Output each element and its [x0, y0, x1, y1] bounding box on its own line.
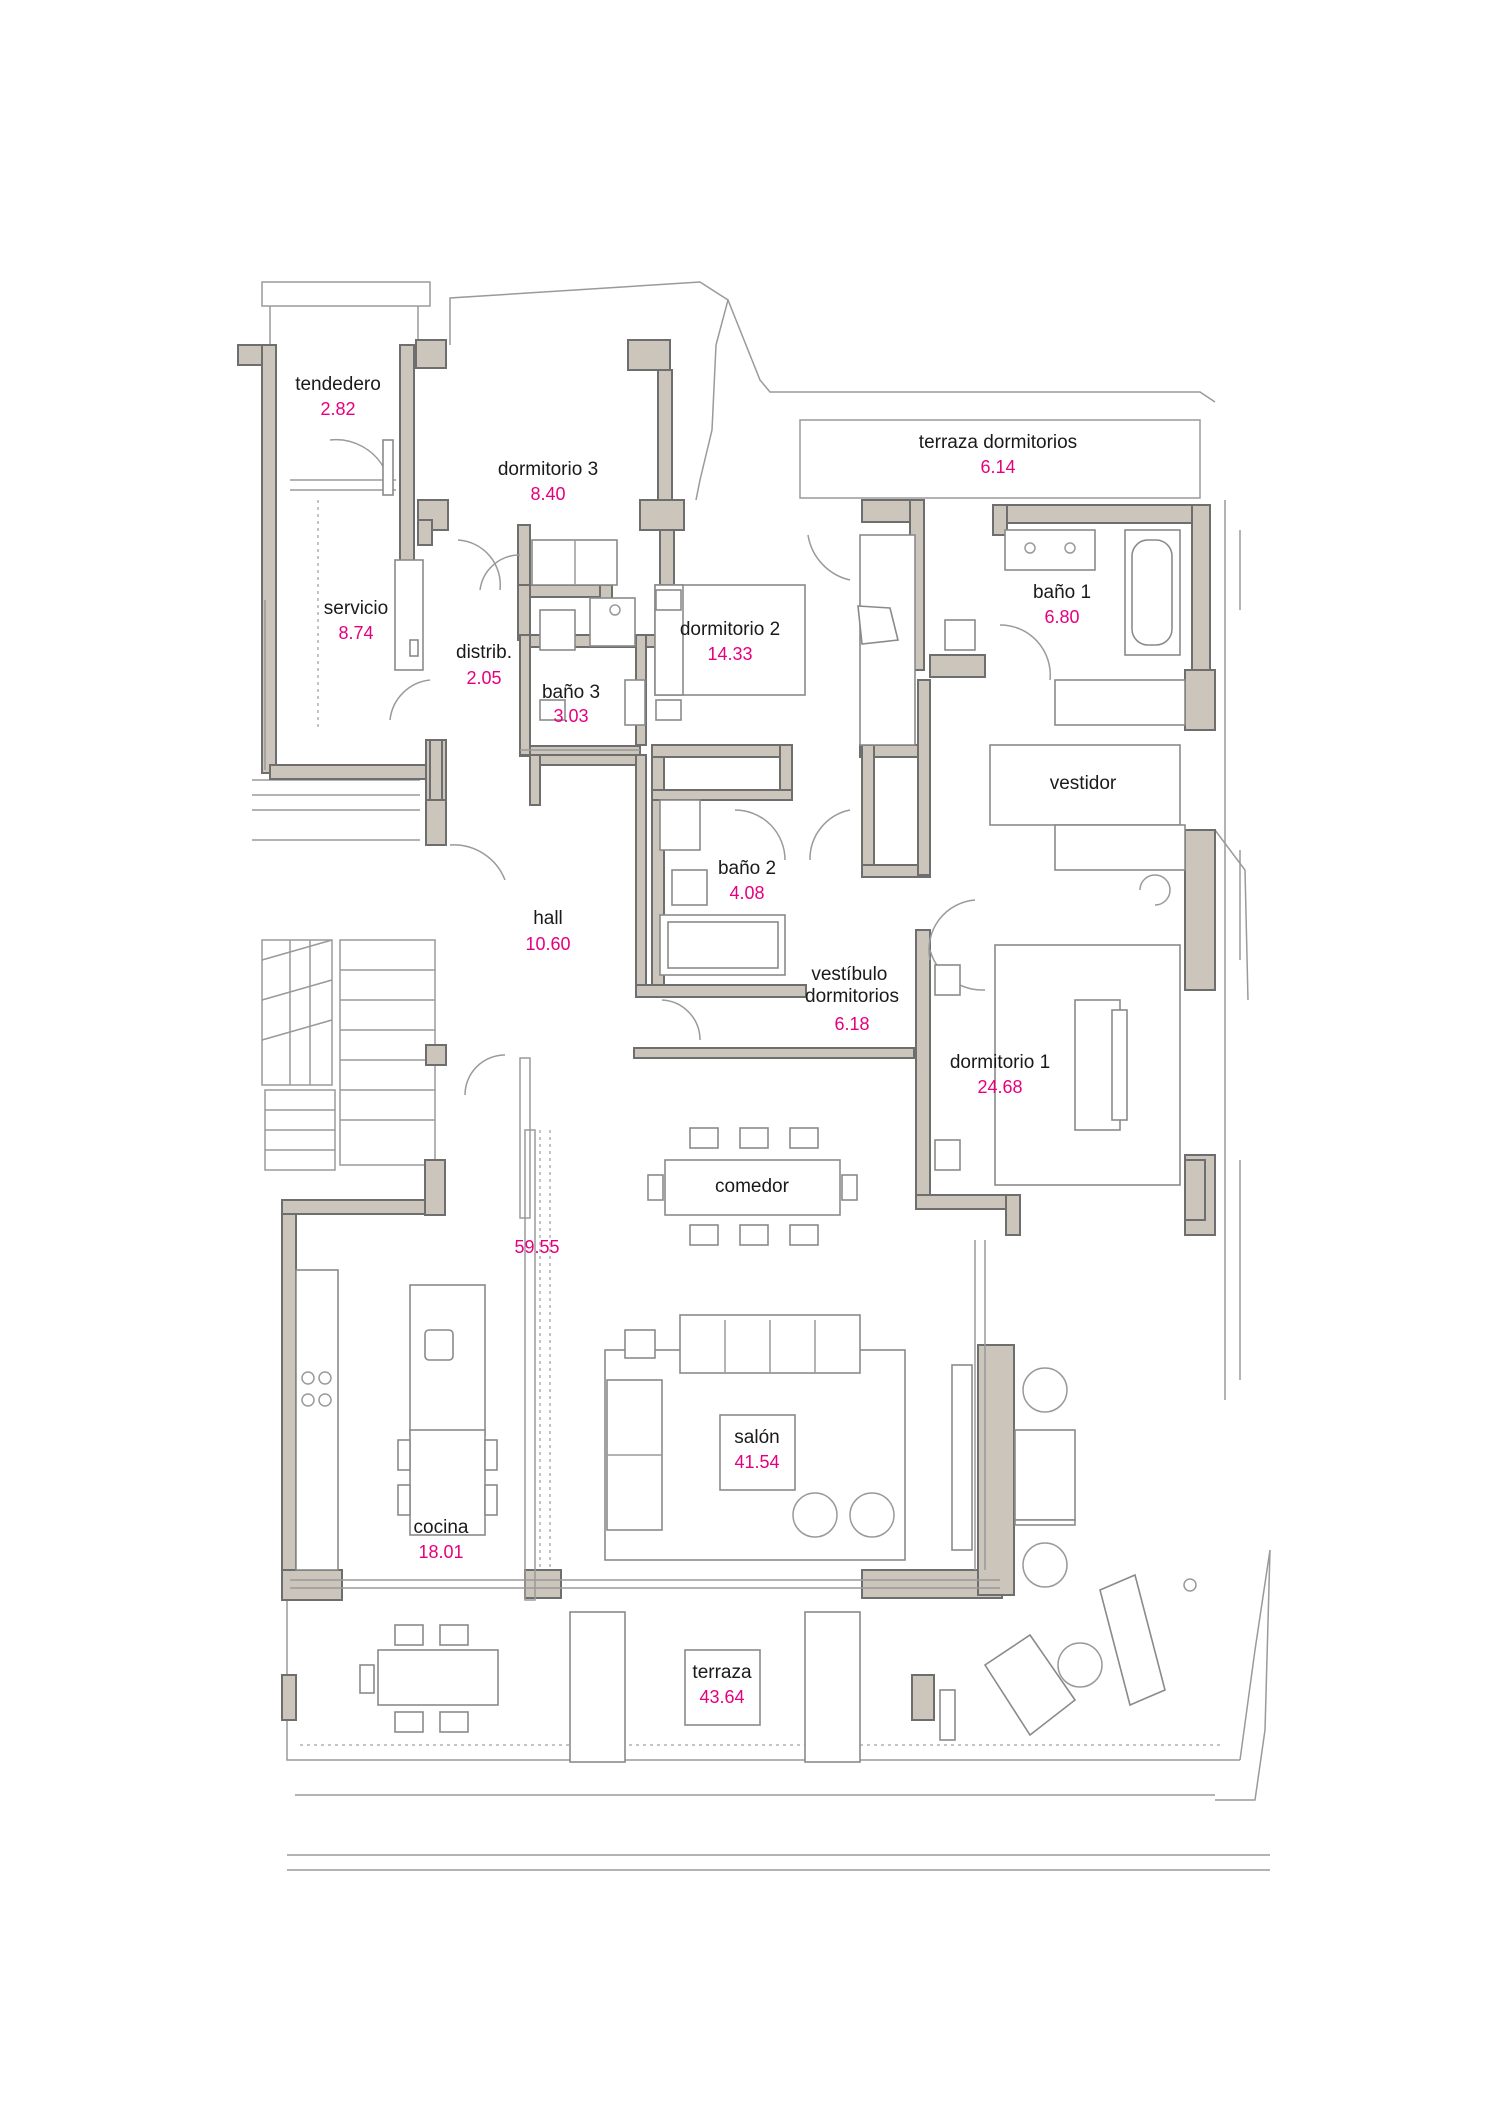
label-servicio: servicio 8.74	[324, 598, 388, 643]
room-area: 10.60	[525, 934, 570, 954]
room-name: distrib.	[456, 642, 512, 663]
room-area: 59.55	[514, 1237, 559, 1257]
room-area: 24.68	[977, 1077, 1022, 1097]
room-area: 3.03	[553, 706, 588, 726]
room-name: vestidor	[1050, 773, 1117, 794]
label-terraza: terraza 43.64	[692, 1662, 752, 1707]
label-tendedero: tendedero 2.82	[295, 374, 381, 419]
room-name: terraza dormitorios	[919, 432, 1077, 453]
label-hall: hall 10.60	[525, 908, 570, 954]
furniture	[290, 439, 1197, 1763]
label-bano-1: baño 1 6.80	[1033, 582, 1091, 627]
label-vestidor: vestidor	[1050, 773, 1117, 794]
label-comedor: comedor	[715, 1176, 790, 1197]
room-name: baño 2	[718, 858, 776, 879]
room-name: dormitorio 1	[950, 1052, 1050, 1073]
room-name: cocina	[414, 1517, 469, 1538]
exterior-outlines	[252, 281, 1271, 1871]
room-name: servicio	[324, 598, 388, 619]
doors	[264, 438, 1051, 1601]
room-name: terraza	[692, 1662, 752, 1683]
walls	[237, 339, 1216, 1721]
room-area: 8.40	[530, 484, 565, 504]
label-dormitorio-1: dormitorio 1 24.68	[950, 1052, 1050, 1097]
label-distrib: distrib. 2.05	[456, 642, 512, 688]
room-area: 2.05	[466, 668, 501, 688]
room-name-line: vestíbulo	[811, 964, 887, 985]
label-dormitorio-2: dormitorio 2 14.33	[680, 619, 780, 664]
room-name: comedor	[715, 1176, 790, 1197]
room-area: 6.14	[980, 457, 1015, 477]
room-area: 6.18	[834, 1014, 869, 1034]
room-name: salón	[734, 1427, 779, 1448]
room-area: 6.80	[1044, 607, 1079, 627]
label-living-area: 59.55	[514, 1237, 559, 1257]
room-name: tendedero	[295, 374, 381, 395]
room-area: 4.08	[729, 883, 764, 903]
room-name: hall	[533, 908, 563, 929]
label-bano-2: baño 2 4.08	[718, 858, 776, 903]
label-vestibulo-dormitorios: vestíbulo dormitorios 6.18	[805, 964, 899, 1034]
room-labels: tendedero 2.82 dormitorio 3 8.40 terraza…	[295, 374, 1117, 1707]
room-area: 43.64	[699, 1687, 744, 1707]
label-cocina: cocina 18.01	[414, 1517, 469, 1562]
label-terraza-dormitorios: terraza dormitorios 6.14	[919, 432, 1077, 477]
label-dormitorio-3: dormitorio 3 8.40	[498, 459, 598, 504]
room-name: baño 1	[1033, 582, 1091, 603]
room-name-line: dormitorios	[805, 986, 899, 1007]
room-name: vestíbulo dormitorios	[805, 964, 899, 1007]
room-area: 8.74	[338, 623, 373, 643]
room-name: baño 3	[542, 682, 600, 703]
room-area: 2.82	[320, 399, 355, 419]
room-area: 18.01	[418, 1542, 463, 1562]
room-name: dormitorio 3	[498, 459, 598, 480]
label-bano-3: baño 3 3.03	[542, 682, 600, 726]
room-name: dormitorio 2	[680, 619, 780, 640]
label-salon: salón 41.54	[734, 1427, 779, 1472]
room-area: 41.54	[734, 1452, 779, 1472]
room-area: 14.33	[707, 644, 752, 664]
